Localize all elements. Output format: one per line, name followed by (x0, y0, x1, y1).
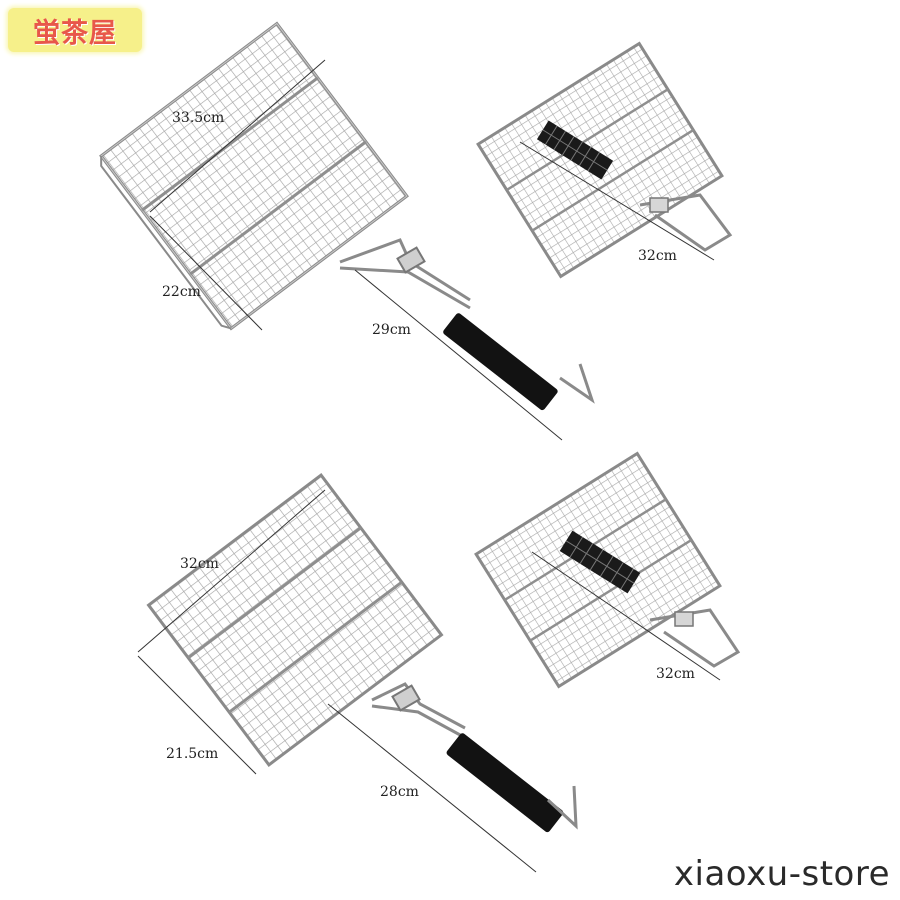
basket-large-flat (99, 21, 595, 411)
basket-large-folded (476, 41, 733, 279)
dimension-width-label: 21.5cm (166, 746, 219, 762)
store-watermark: xiaoxu-store (673, 854, 890, 894)
black-handle (446, 733, 564, 833)
dimension-line-folded-top (519, 141, 715, 261)
dimension-length-label: 33.5cm (172, 110, 225, 126)
handle-clip (396, 246, 426, 274)
dimension-folded-label: 32cm (638, 248, 677, 264)
black-handle (443, 313, 558, 411)
dimension-line-folded-bottom (531, 551, 721, 681)
basket-small-flat (146, 473, 578, 833)
dimension-handle-label: 29cm (372, 322, 411, 338)
dimension-lines-top (149, 59, 563, 441)
dimension-folded-label: 32cm (656, 666, 695, 682)
shop-logo-badge: 蛍茶屋 (8, 8, 142, 52)
dimension-lines-bottom (137, 489, 537, 873)
dimension-length-label: 32cm (180, 556, 219, 572)
dimension-handle-label: 28cm (380, 784, 419, 800)
basket-small-folded (474, 451, 741, 689)
dimension-width-label: 22cm (162, 284, 201, 300)
shop-logo-text: 蛍茶屋 (33, 17, 117, 49)
